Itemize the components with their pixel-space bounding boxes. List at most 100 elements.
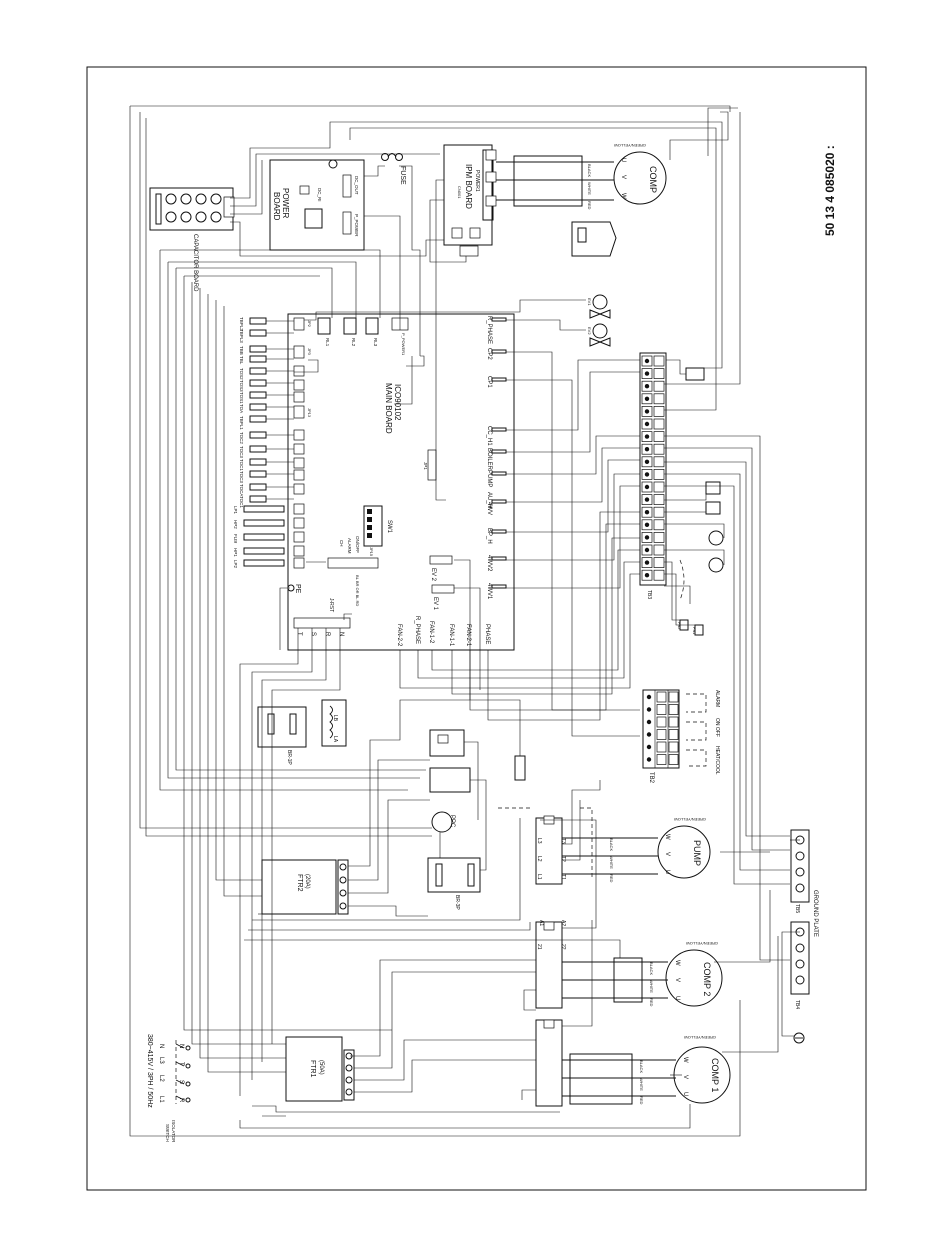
pin-dc-in: DC_RI	[317, 188, 322, 202]
ftr2-rating: (20A)	[304, 874, 310, 889]
comp2-ground: GREEN/YELLOW	[686, 941, 718, 946]
supply-n: N	[158, 1044, 164, 1048]
wire	[781, 931, 800, 1037]
jp-label-jp3: JP3	[307, 348, 312, 356]
tb2-terminal-id	[668, 716, 679, 728]
wire	[230, 153, 440, 207]
ct1-l2: L2	[536, 856, 542, 862]
tb3-terminal-id	[653, 393, 665, 405]
sensor-toa: TOA	[239, 404, 244, 413]
sensor-toca: TOCA	[239, 484, 244, 496]
comp2-red: RED	[649, 998, 654, 1007]
tb3-terminal-id	[653, 469, 665, 480]
remote-onoff: ON/OFF	[355, 536, 360, 553]
relay-rl2: RL2	[351, 338, 356, 347]
prot-hp1: HP1	[233, 548, 238, 557]
out-r-phase: R_PHASE	[486, 316, 492, 344]
wire	[167, 262, 420, 779]
comp-top-black: BLACK	[587, 164, 592, 177]
tb3-terminal-id	[653, 532, 665, 543]
protection-switch-leads	[243, 505, 285, 567]
wire	[469, 523, 640, 711]
sensor-toc2: TOC2	[239, 432, 244, 444]
wire	[159, 250, 408, 791]
wire	[239, 1104, 691, 1129]
wire	[160, 249, 381, 318]
wire	[364, 215, 401, 330]
tb2-screw	[646, 694, 652, 700]
wire	[175, 268, 426, 771]
comp-top-ground: GREEN/YELLOW	[614, 143, 646, 148]
out-bp-h: BP_H	[486, 528, 492, 544]
pump-v: V	[664, 852, 670, 856]
ct1-t3: T3	[560, 838, 566, 844]
comp2-w: W	[674, 960, 680, 966]
tb3-terminal-id	[653, 456, 665, 468]
isolator-label-l2: SWITCH	[165, 1124, 170, 1142]
sensor-toc3: TOC3	[239, 446, 244, 458]
wire	[230, 221, 444, 257]
wire	[349, 127, 717, 411]
wire	[223, 306, 262, 897]
wire	[669, 111, 729, 160]
comp1-w: W	[682, 1057, 688, 1063]
tb3-screw	[644, 421, 650, 427]
tb3-screw	[644, 434, 650, 439]
pump-white: WHITE	[609, 856, 614, 869]
wire	[664, 435, 790, 961]
wire	[354, 1059, 536, 1093]
out-4wv: 4WV	[486, 502, 492, 515]
br-3p: BR-3P	[427, 857, 481, 910]
comp1-v: V	[682, 1075, 688, 1079]
tb3-screw	[644, 447, 650, 452]
wire	[506, 371, 640, 453]
tb3-label: TB3	[646, 590, 652, 599]
power-board: POWER BOARD DC_RI DC_OUT P_POWER	[269, 159, 365, 251]
out-cc-h1: CC_H1	[486, 426, 492, 446]
wire	[451, 537, 640, 695]
wire	[343, 613, 352, 620]
wire	[664, 523, 725, 538]
out-phase: PHASE	[484, 624, 490, 644]
wire	[562, 780, 601, 845]
pump-motor: PUMP U V W BLACK WHITE RED GREEN/YELLOW	[562, 817, 711, 883]
compressor-top: COMP U V W BLACK WHITE RED GREEN/YELLOW	[496, 143, 667, 210]
pump-w: W	[664, 834, 670, 840]
wire	[722, 936, 779, 1053]
wire	[406, 355, 425, 367]
comp2-label: COMP 2	[702, 962, 712, 996]
expansion-valves: EV1 EV2	[587, 294, 611, 347]
pin-s: S	[310, 632, 316, 636]
tb5-block: TB5	[790, 829, 810, 913]
wire	[506, 447, 640, 503]
jp-label-jp2: JP2	[307, 320, 312, 328]
valve-ev2: EV2	[587, 327, 592, 335]
tb3-screw	[644, 409, 650, 414]
wire	[215, 300, 262, 881]
jp-label-jp13: JP13	[307, 408, 312, 418]
tb2-terminal-id	[668, 754, 679, 765]
tb3-screw	[644, 573, 650, 578]
sensor-toc3b: TOC3	[239, 471, 244, 483]
tb3-screw	[644, 547, 650, 553]
tb3-screw	[644, 384, 650, 389]
wire	[252, 1105, 560, 1113]
comp-top-w: W	[620, 193, 626, 199]
wire	[252, 818, 521, 921]
tb3-screw	[644, 371, 650, 376]
sensor-toc1: TOC1	[239, 459, 244, 471]
main-board-model: ICO90102	[393, 384, 402, 421]
ground-plate-label: GROUND PLATE	[812, 890, 818, 937]
ct1-t2: T2	[560, 856, 566, 862]
pump-label: PUMP	[692, 840, 702, 866]
tb2-label: TB2	[648, 772, 654, 784]
supply-label: 380~415V / 3PH / 50Hz	[146, 1034, 153, 1108]
wire	[506, 459, 640, 533]
wire	[230, 160, 263, 215]
isolator-label: ISOLATOR SWITCH	[165, 1120, 176, 1144]
sensor-toc1b: TOC1	[239, 496, 244, 508]
pump-red: RED	[609, 874, 614, 883]
wire	[664, 485, 790, 885]
pe-label: PE	[294, 584, 301, 594]
valve-ev1: EV1	[587, 298, 592, 306]
